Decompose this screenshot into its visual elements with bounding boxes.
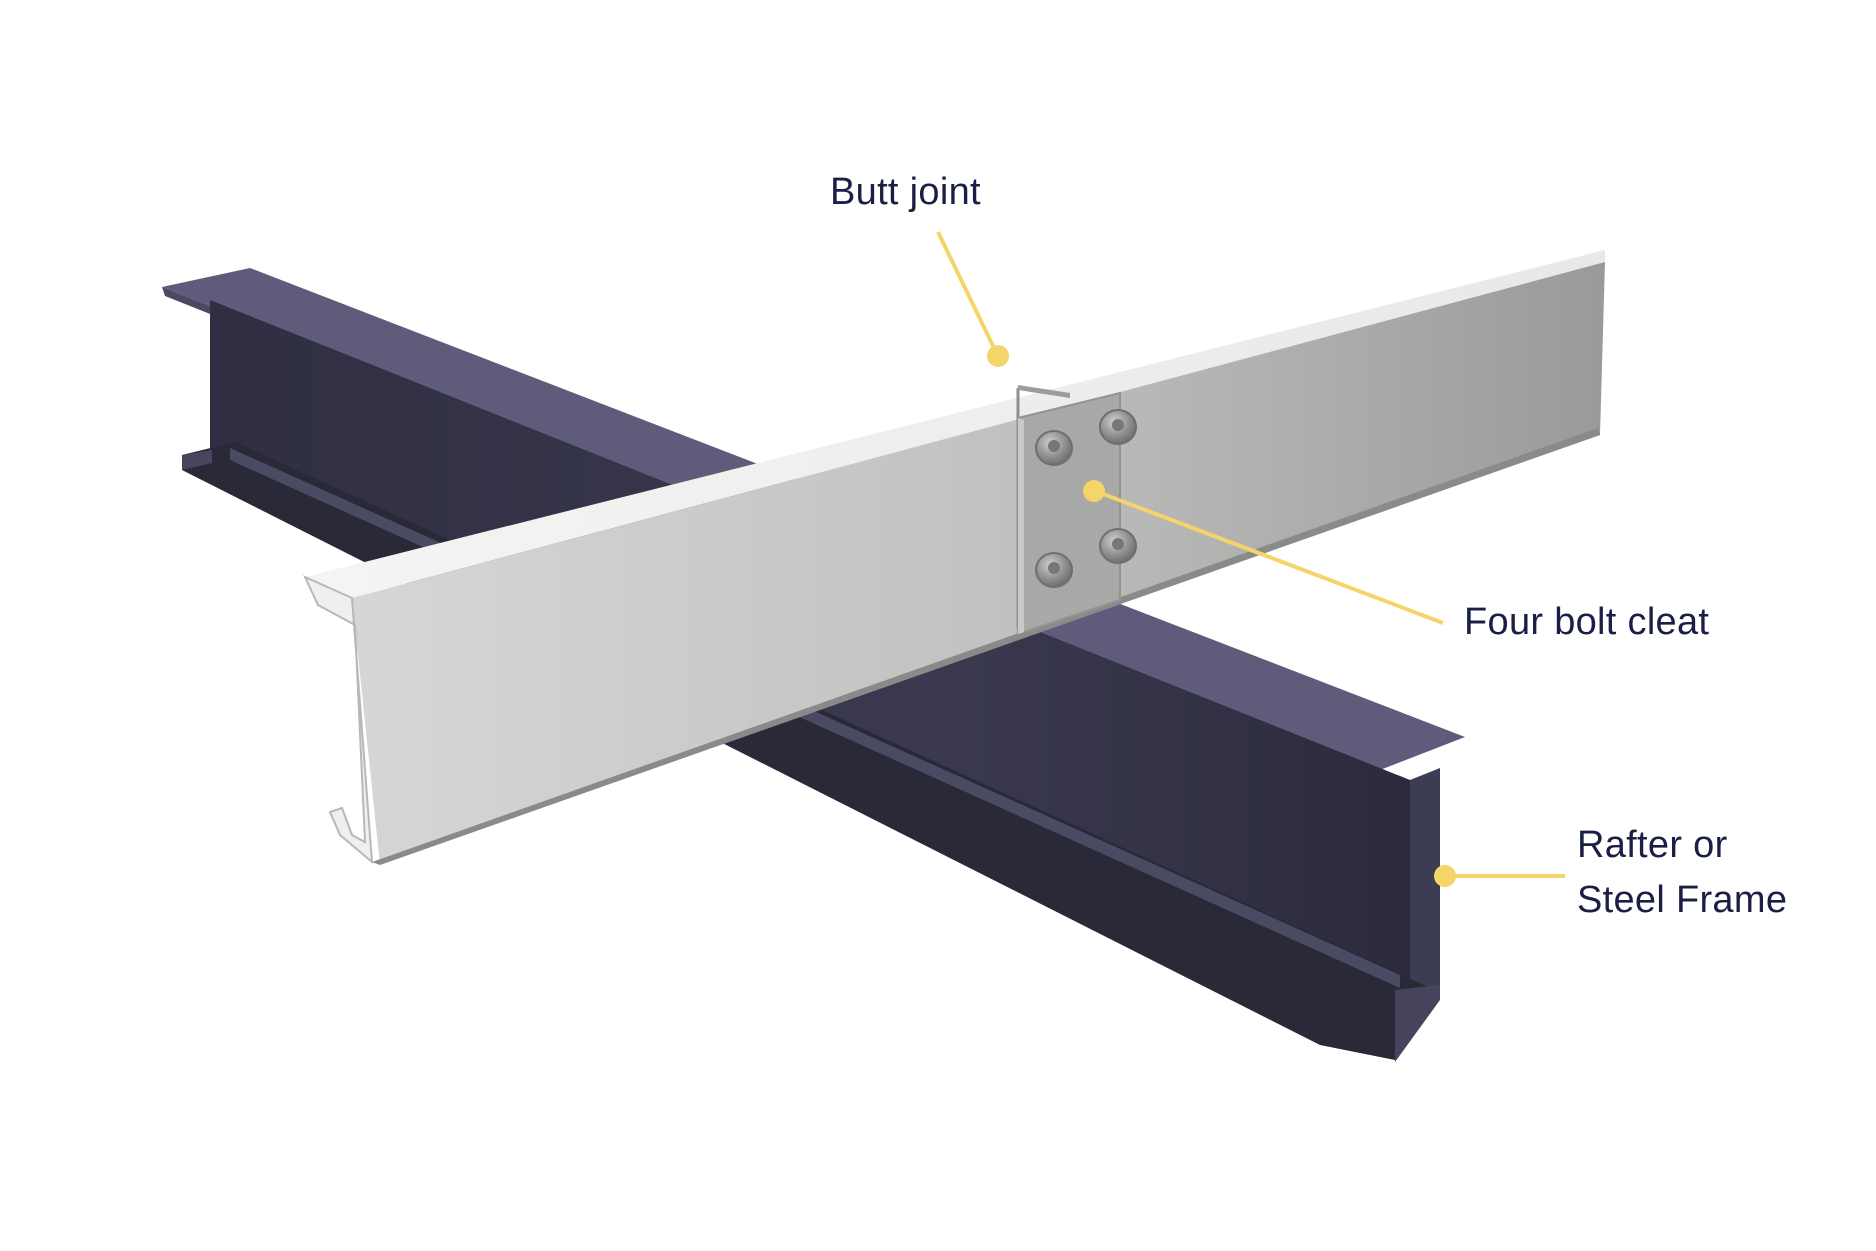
bolt (1099, 409, 1137, 445)
bolt (1035, 552, 1073, 588)
i-beam-web-end (1410, 768, 1440, 995)
rafter-steel-frame-label: Rafter or Steel Frame (1577, 818, 1787, 928)
callout-leaders (936, 231, 1565, 887)
bolt (1035, 430, 1073, 466)
i-beam-left-end (162, 287, 212, 470)
cleat-plate-edge (1018, 418, 1024, 634)
cleat-leader-line (1097, 490, 1444, 625)
i-beam-bottom-flange-end (1395, 985, 1440, 1062)
butt-joint-gap (1018, 385, 1070, 398)
butt-joint-leader-dot (987, 345, 1009, 367)
cleat-leader-dot (1083, 480, 1105, 502)
four-bolt-cleat (1017, 391, 1137, 636)
purlin-top-flange (305, 250, 1605, 598)
purlin-bottom-flange (372, 428, 1600, 865)
purlin-web-face (352, 262, 1605, 865)
rafter-label-line1: Rafter or (1577, 824, 1728, 866)
purlin-c-profile-end (302, 574, 374, 865)
bolt (1099, 528, 1137, 564)
four-bolt-cleat-label: Four bolt cleat (1464, 601, 1710, 643)
c-section-purlin (302, 250, 1605, 865)
butt-joint-label: Butt joint (830, 171, 981, 213)
butt-joint-leader-line (936, 231, 997, 351)
rafter-leader-dot (1434, 865, 1456, 887)
rafter-label-line2: Steel Frame (1577, 879, 1788, 921)
